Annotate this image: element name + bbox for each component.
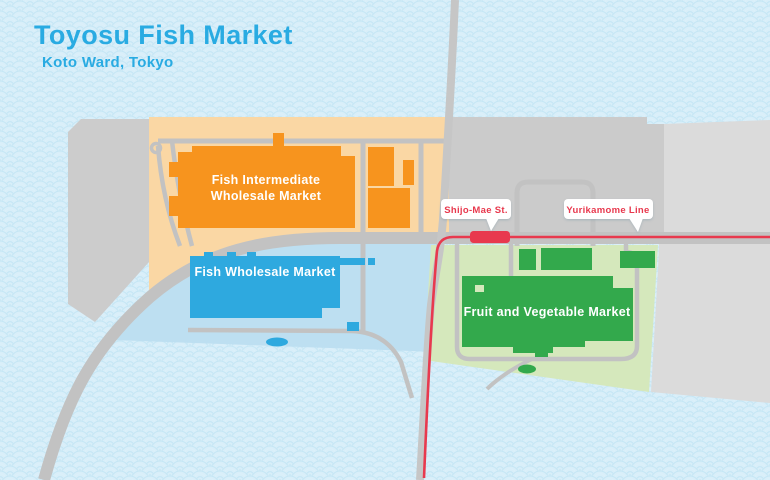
road-bridge: [416, 0, 459, 480]
road-dock: [187, 327, 415, 399]
callout-shijo-mae-pointer: [486, 218, 499, 231]
callout-yurikamome-pointer: [629, 218, 643, 232]
green-annex-b: [541, 248, 592, 270]
blue-small-building: [347, 322, 359, 331]
fish-intermediate-buildings: [169, 133, 414, 228]
road-green-branch: [485, 357, 533, 391]
shijo-mae-station-marker: [470, 231, 510, 243]
green-annex-c: [620, 251, 655, 268]
callout-yurikamome-bubble: [564, 199, 653, 219]
road-station-loop: [514, 179, 596, 246]
green-bar-building: [513, 347, 553, 353]
callout-shijo-mae-text: Shijo-Mae St.: [444, 205, 508, 216]
green-pond: [518, 364, 536, 374]
orange-annex-c: [368, 188, 410, 228]
road-curl-end: [149, 141, 163, 155]
yurikamome-rail-line: [422, 235, 770, 479]
green-bar-nub: [535, 353, 548, 357]
orange-annex-b: [403, 160, 414, 185]
land-left-block: [68, 119, 149, 322]
fish-wholesale-main-building: [190, 252, 340, 318]
fish-intermediate-label-line2: Wholesale Market: [211, 189, 322, 203]
callout-shijo-mae: Shijo-Mae St.: [441, 199, 511, 231]
fish-wholesale-label: Fish Wholesale Market: [194, 265, 336, 279]
fish-intermediate-main-building: [169, 146, 355, 228]
page-title: Toyosu Fish Market: [34, 20, 293, 50]
map-title-block: Toyosu Fish Market Koto Ward, Tokyo: [34, 20, 293, 71]
fruit-vegetable-label: Fruit and Vegetable Market: [464, 305, 631, 319]
land-right-block: [651, 120, 770, 403]
page-subtitle: Koto Ward, Tokyo: [42, 54, 174, 71]
callout-shijo-mae-bubble: [441, 199, 511, 219]
callout-yurikamome-text: Yurikamome Line: [566, 205, 649, 216]
road-network: [38, 0, 770, 480]
blue-pier-arm: [340, 258, 365, 265]
road-main-arc: [38, 232, 770, 480]
callout-yurikamome: Yurikamome Line: [564, 199, 653, 232]
fish-intermediate-label-line1: Fish Intermediate: [212, 173, 321, 187]
fruit-vegetable-buildings: [462, 248, 655, 374]
orange-annex-tab: [273, 133, 284, 146]
fruit-vegetable-main-building: [462, 276, 633, 347]
green-building-notch: [475, 285, 484, 292]
green-annex-a: [519, 249, 536, 270]
fish-wholesale-buildings: [190, 252, 375, 347]
orange-annex-a: [368, 147, 394, 186]
road-diagonal-a: [155, 145, 183, 247]
blue-pier-dot: [368, 258, 375, 265]
blue-pond: [266, 337, 288, 347]
